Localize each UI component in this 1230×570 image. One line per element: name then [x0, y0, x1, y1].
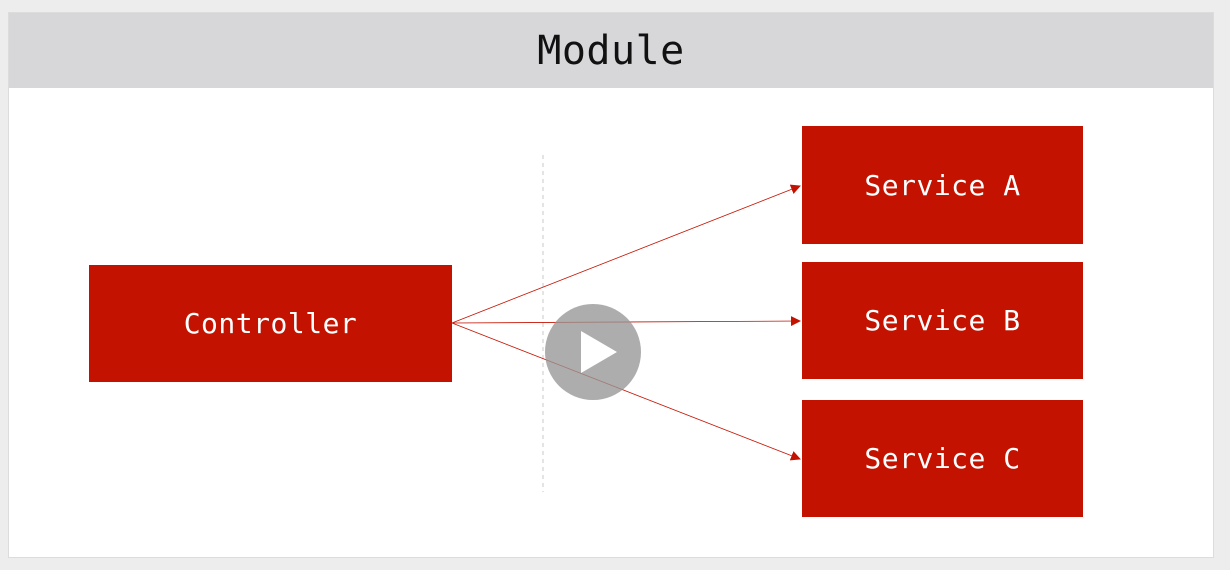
controller-box: Controller: [89, 265, 452, 382]
module-title: Module: [537, 27, 685, 74]
service-c-label: Service C: [864, 442, 1021, 475]
service-c-box: Service C: [802, 400, 1083, 517]
service-b-box: Service B: [802, 262, 1083, 379]
service-a-box: Service A: [802, 126, 1083, 244]
service-b-label: Service B: [864, 304, 1021, 337]
play-button[interactable]: [545, 304, 641, 400]
service-a-label: Service A: [864, 168, 1021, 202]
controller-label: Controller: [183, 307, 358, 340]
module-header: Module: [9, 13, 1213, 88]
play-icon: [581, 331, 617, 373]
